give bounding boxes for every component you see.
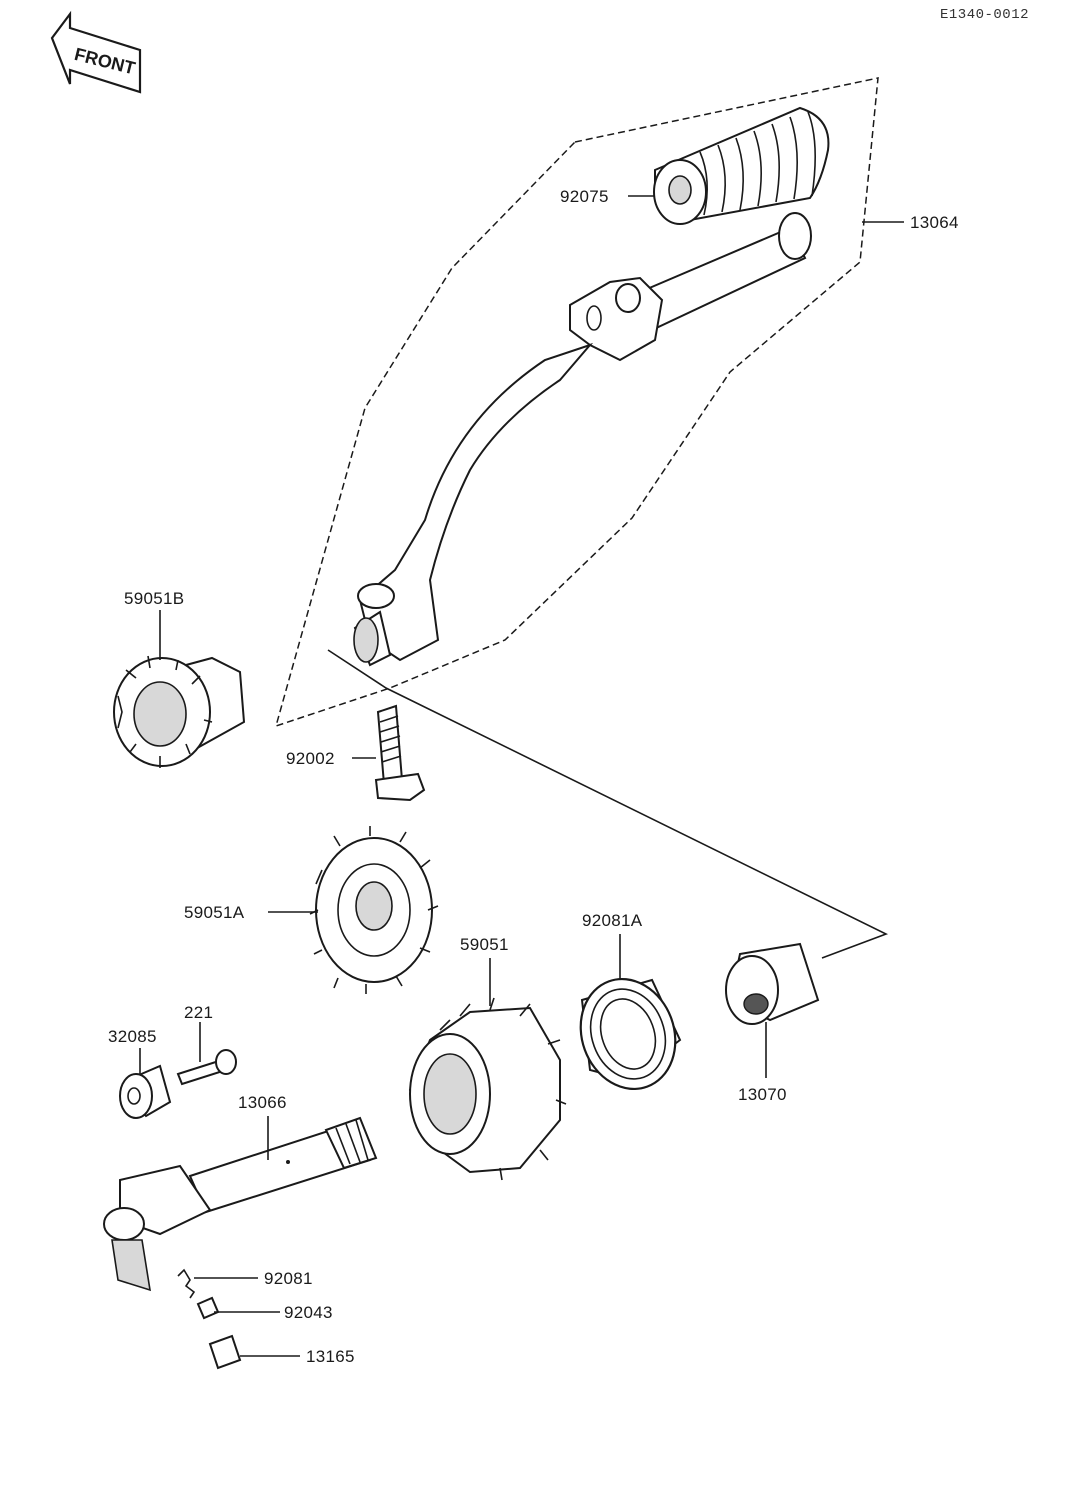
label-92002: 92002: [286, 749, 335, 768]
small-spring: [177, 1268, 196, 1299]
label-59051: 59051: [460, 935, 509, 954]
label-92075: 92075: [560, 187, 609, 206]
label-92081: 92081: [264, 1269, 313, 1288]
gear-drive: [408, 997, 567, 1181]
front-arrow-icon: FRONT: [50, 10, 142, 94]
label-32085: 32085: [108, 1027, 157, 1046]
cap-nut: [119, 1064, 172, 1119]
label-59051A: 59051A: [184, 903, 245, 922]
ratchet-collar: [725, 942, 820, 1025]
label-92043: 92043: [284, 1303, 333, 1322]
stopper: [208, 1334, 242, 1370]
leader-lines: [139, 195, 904, 1357]
gear-small: [113, 655, 246, 768]
label-13070: 13070: [738, 1085, 787, 1104]
pedal-rubber: [653, 106, 830, 225]
pin: [176, 1049, 237, 1086]
gear-large: [309, 826, 439, 994]
kick-pedal-arm: [353, 212, 812, 667]
small-pin: [196, 1296, 220, 1320]
label-13064: 13064: [910, 213, 959, 232]
diagram-code: E1340-0012: [940, 7, 1029, 23]
bolt: [374, 704, 426, 802]
label-92081A: 92081A: [582, 911, 643, 930]
label-13066: 13066: [238, 1093, 287, 1112]
label-59051B: 59051B: [124, 589, 184, 608]
torsion-spring: [579, 977, 682, 1091]
assembly-outline: [274, 77, 879, 728]
shaft-leader: [327, 649, 889, 959]
label-13165: 13165: [306, 1347, 355, 1366]
kick-shaft: [103, 1116, 378, 1292]
label-221: 221: [184, 1003, 213, 1022]
